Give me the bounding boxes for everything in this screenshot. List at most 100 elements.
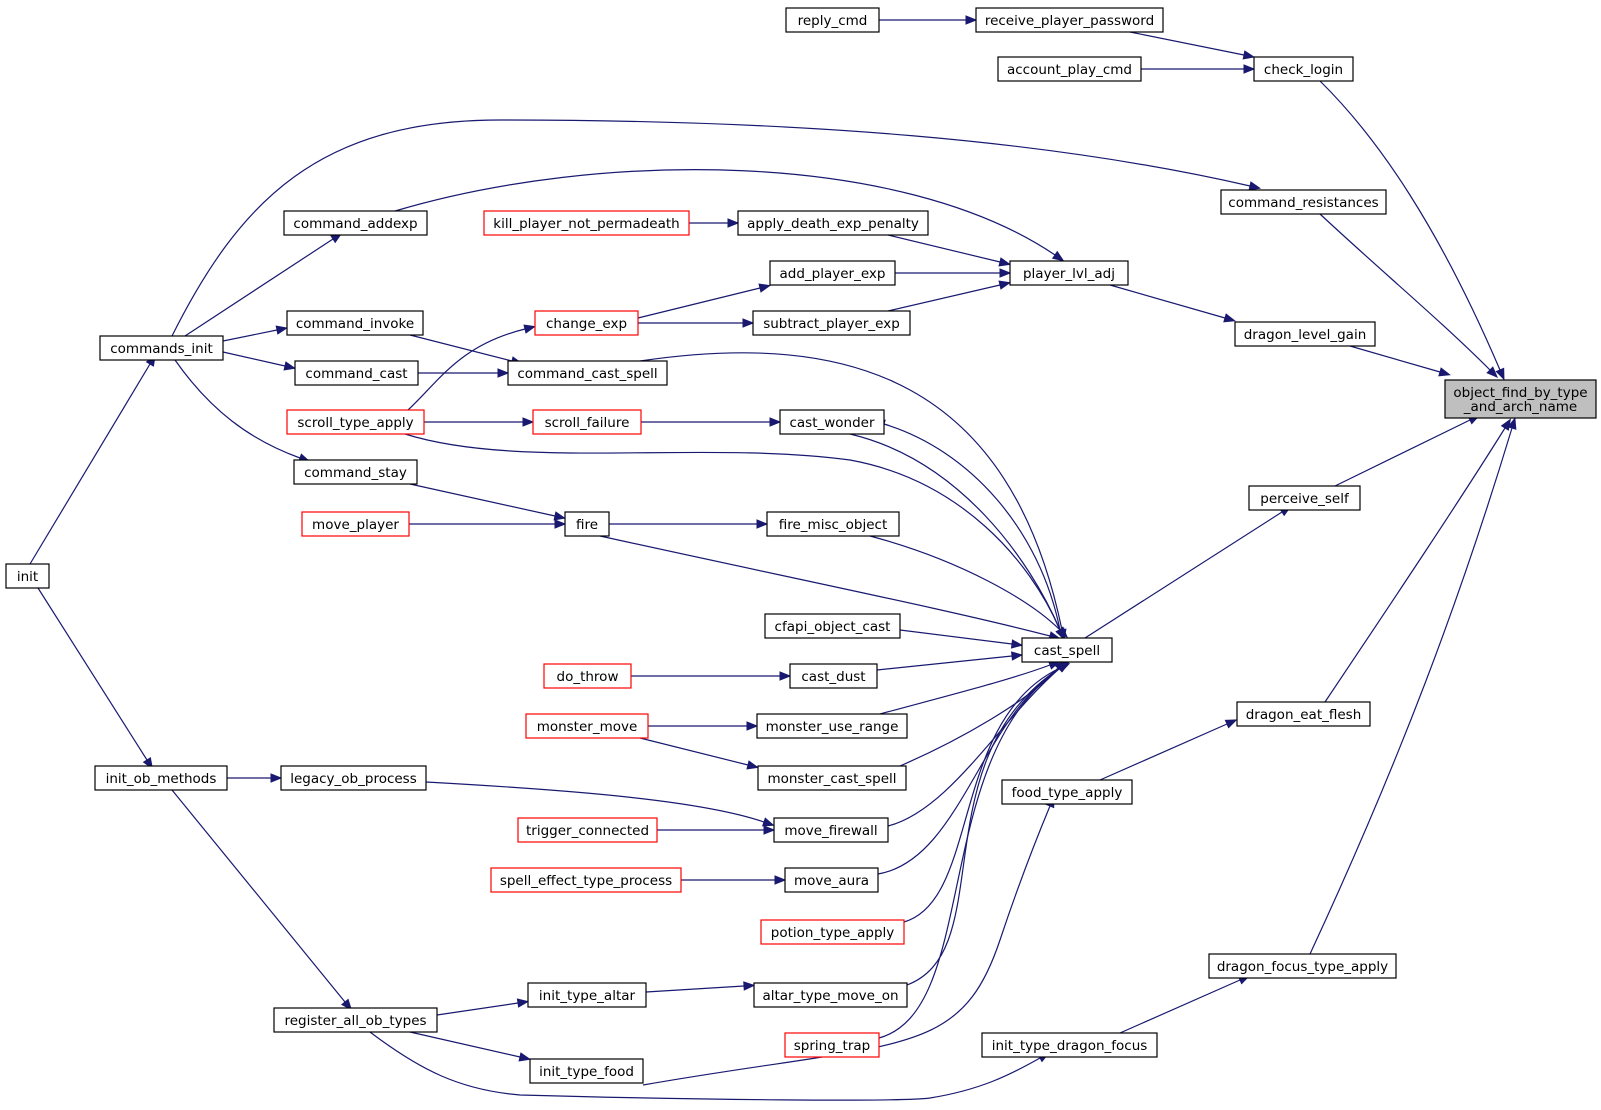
edge-commands_init-to-command_cast (222, 351, 297, 371)
node-apply_death_exp_penalty[interactable]: apply_death_exp_penalty (737, 210, 929, 236)
node-label: move_player (312, 517, 399, 533)
node-monster_move[interactable]: monster_move (525, 713, 649, 739)
node-change_exp[interactable]: change_exp (534, 310, 639, 336)
node-command_addexp[interactable]: command_addexp (283, 210, 428, 236)
arrowhead (523, 324, 537, 334)
node-scroll_failure[interactable]: scroll_failure (532, 409, 642, 435)
arrowhead (516, 998, 530, 1008)
arrowhead (742, 318, 755, 328)
node-box (1208, 953, 1397, 979)
node-box (564, 511, 610, 537)
node-label: command_cast (305, 366, 407, 382)
node-label: fire_misc_object (779, 517, 888, 533)
edge-scroll_type_apply-to-cast_spell (404, 433, 1065, 641)
node-move_player[interactable]: move_player (301, 511, 410, 537)
node-object_find[interactable]: object_find_by_type_and_arch_name (1444, 379, 1597, 419)
node-label: register_all_ob_types (284, 1013, 426, 1029)
node-account_play_cmd[interactable]: account_play_cmd (997, 56, 1142, 82)
node-cfapi_object_cast[interactable]: cfapi_object_cast (764, 613, 901, 639)
edge-altar_type_move_on-to-cast_spell (906, 661, 1070, 986)
node-dragon_level_gain[interactable]: dragon_level_gain (1234, 321, 1376, 347)
node-layer: object_find_by_type_and_arch_name reply_c… (5, 7, 1597, 1084)
node-command_invoke[interactable]: command_invoke (286, 310, 424, 336)
node-fire[interactable]: fire (564, 511, 610, 537)
edge-apply_death_exp_penalty-to-player_lvl_adj (887, 234, 1012, 267)
node-monster_use_range[interactable]: monster_use_range (756, 713, 908, 739)
node-init_type_dragon_focus[interactable]: init_type_dragon_focus (981, 1032, 1158, 1058)
edge-line (409, 483, 556, 517)
node-label: check_login (1264, 62, 1343, 78)
edge-register_all_ob_types-to-init_type_dragon_focus (369, 1031, 1050, 1101)
node-box (301, 511, 410, 537)
node-box (1444, 379, 1597, 419)
node-food_type_apply[interactable]: food_type_apply (1001, 779, 1133, 805)
edge-line (877, 667, 1061, 875)
node-register_all_ob_types[interactable]: register_all_ob_types (273, 1007, 438, 1033)
node-box (769, 260, 896, 286)
node-reply_cmd[interactable]: reply_cmd (785, 7, 880, 33)
node-commands_init[interactable]: commands_init (99, 335, 224, 361)
node-player_lvl_adj[interactable]: player_lvl_adj (1009, 260, 1129, 286)
arrowhead (998, 257, 1012, 267)
node-label: init (17, 569, 38, 585)
node-subtract_player_exp[interactable]: subtract_player_exp (752, 310, 911, 336)
node-box (5, 563, 50, 589)
node-move_aura[interactable]: move_aura (784, 867, 879, 893)
edge-line (184, 238, 334, 337)
node-label: add_player_exp (780, 266, 886, 282)
node-init_ob_methods[interactable]: init_ob_methods (94, 765, 228, 791)
node-legacy_ob_process[interactable]: legacy_ob_process (280, 765, 427, 791)
edge-line (878, 667, 1061, 1039)
edge-line (29, 363, 151, 565)
arrowhead (746, 760, 760, 770)
node-dragon_focus_type_apply[interactable]: dragon_focus_type_apply (1208, 953, 1397, 979)
edge-line (1324, 427, 1506, 703)
node-cast_spell[interactable]: cast_spell (1021, 637, 1113, 663)
node-command_cast_spell[interactable]: command_cast_spell (507, 360, 668, 386)
node-label: fire (576, 517, 598, 533)
node-fire_misc_object[interactable]: fire_misc_object (766, 511, 900, 537)
node-box (525, 713, 649, 739)
node-command_cast[interactable]: command_cast (294, 360, 419, 386)
node-altar_type_move_on[interactable]: altar_type_move_on (753, 982, 908, 1008)
node-init_type_food[interactable]: init_type_food (529, 1058, 644, 1084)
edge-cfapi_object_cast-to-cast_spell (899, 629, 1024, 649)
arrowhead (758, 283, 772, 293)
edge-line (879, 664, 1051, 715)
node-perceive_self[interactable]: perceive_self (1248, 485, 1361, 511)
edge-line (394, 169, 1056, 256)
node-monster_cast_spell[interactable]: monster_cast_spell (757, 765, 907, 791)
node-trigger_connected[interactable]: trigger_connected (517, 817, 658, 843)
node-cast_dust[interactable]: cast_dust (789, 663, 878, 689)
node-receive_player_password[interactable]: receive_player_password (975, 7, 1164, 33)
node-init[interactable]: init (5, 563, 50, 589)
node-init_type_altar[interactable]: init_type_altar (527, 982, 647, 1008)
node-move_firewall[interactable]: move_firewall (773, 817, 889, 843)
edge-command_addexp-to-player_lvl_adj (394, 169, 1065, 262)
node-label: subtract_player_exp (763, 316, 900, 332)
node-kill_player_not_permadeath[interactable]: kill_player_not_permadeath (483, 210, 690, 236)
node-spell_effect_type_process[interactable]: spell_effect_type_process (490, 867, 682, 893)
node-dragon_eat_flesh[interactable]: dragon_eat_flesh (1236, 701, 1371, 727)
edge-layer (29, 15, 1517, 1101)
node-potion_type_apply[interactable]: potion_type_apply (760, 919, 905, 945)
edge-move_player-to-fire (409, 519, 567, 529)
edge-line (1109, 284, 1226, 319)
node-label: cast_dust (801, 669, 865, 685)
node-command_resistances[interactable]: command_resistances (1220, 189, 1387, 215)
node-spring_trap[interactable]: spring_trap (784, 1032, 880, 1058)
arrowhead (779, 671, 792, 681)
node-box (760, 919, 905, 945)
node-cast_wonder[interactable]: cast_wonder (779, 409, 885, 435)
node-command_stay[interactable]: command_stay (293, 459, 418, 485)
node-do_throw[interactable]: do_throw (543, 663, 632, 689)
node-scroll_type_apply[interactable]: scroll_type_apply (286, 409, 425, 435)
arrowhead (1056, 661, 1070, 673)
node-add_player_exp[interactable]: add_player_exp (769, 260, 896, 286)
node-check_login[interactable]: check_login (1253, 56, 1354, 82)
edge-dragon_focus_type_apply-to-object_find (1309, 417, 1517, 955)
edge-line (369, 1031, 1041, 1101)
node-label: altar_type_move_on (762, 988, 898, 1004)
edge-command_invoke-to-command_cast_spell (409, 334, 523, 366)
edge-command_stay-to-fire (409, 483, 567, 521)
